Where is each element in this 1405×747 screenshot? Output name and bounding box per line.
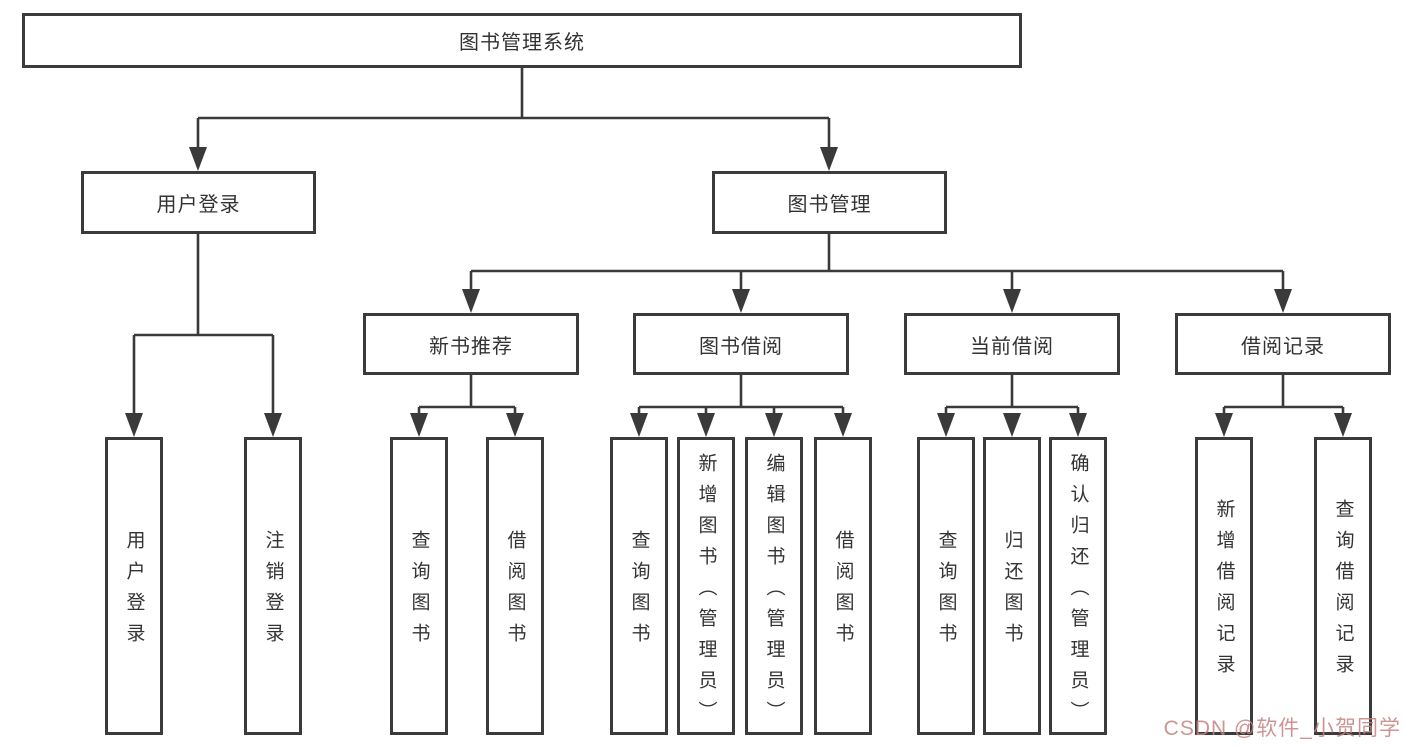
leaf-add-book-admin: 新增图书（管理员） [677,437,735,735]
leaf-query-books-current-label: 查询图书 [935,530,957,654]
leaf-add-book-admin-label: 新增图书（管理员） [695,452,717,732]
node-current-borrow: 当前借阅 [904,313,1120,375]
leaf-logout: 注销登录 [244,437,302,735]
leaf-confirm-return-admin-label: 确认归还（管理员） [1067,452,1089,732]
leaf-add-borrow-record: 新增借阅记录 [1195,437,1253,735]
node-current-borrow-label: 当前借阅 [970,335,1054,358]
leaf-query-borrow-record-label: 查询借阅记录 [1332,499,1354,685]
node-book-borrow: 图书借阅 [633,313,849,375]
leaf-query-borrow-record: 查询借阅记录 [1314,437,1372,735]
leaf-borrow-book-label: 借阅图书 [832,530,854,654]
leaf-query-books-recommend-label: 查询图书 [408,530,430,654]
node-borrow-records-label: 借阅记录 [1241,335,1325,358]
leaf-query-books-recommend: 查询图书 [390,437,448,735]
node-root-label: 图书管理系统 [459,32,585,54]
leaf-edit-book-admin-label: 编辑图书（管理员） [763,452,785,732]
node-borrow-records: 借阅记录 [1175,313,1391,375]
node-root: 图书管理系统 [22,13,1022,68]
node-book-management: 图书管理 [712,171,947,234]
leaf-confirm-return-admin: 确认归还（管理员） [1049,437,1107,735]
leaf-borrow-book: 借阅图书 [814,437,872,735]
csdn-watermark: CSDN @软件_小贺同学 [1163,717,1401,740]
leaf-query-books-borrow-label: 查询图书 [628,530,650,654]
leaf-borrow-books-recommend-label: 借阅图书 [504,530,526,654]
leaf-logout-label: 注销登录 [262,530,284,654]
leaf-edit-book-admin: 编辑图书（管理员） [745,437,803,735]
leaf-query-books-current: 查询图书 [917,437,975,735]
node-book-management-label: 图书管理 [787,194,872,216]
leaf-return-book-label: 归还图书 [1001,530,1023,654]
connector-lines [132,68,1345,416]
node-user-login-label: 用户登录 [156,194,241,216]
node-new-book-recommend-label: 新书推荐 [429,335,513,358]
arrowheads [125,147,1352,437]
leaf-borrow-books-recommend: 借阅图书 [486,437,544,735]
node-new-book-recommend: 新书推荐 [363,313,579,375]
leaf-return-book: 归还图书 [983,437,1041,735]
leaf-query-books-borrow: 查询图书 [610,437,668,735]
node-book-borrow-label: 图书借阅 [699,335,783,358]
node-user-login: 用户登录 [81,171,316,234]
leaf-user-login: 用户登录 [105,437,163,735]
leaf-add-borrow-record-label: 新增借阅记录 [1213,499,1235,685]
leaf-user-login-label: 用户登录 [123,530,145,654]
